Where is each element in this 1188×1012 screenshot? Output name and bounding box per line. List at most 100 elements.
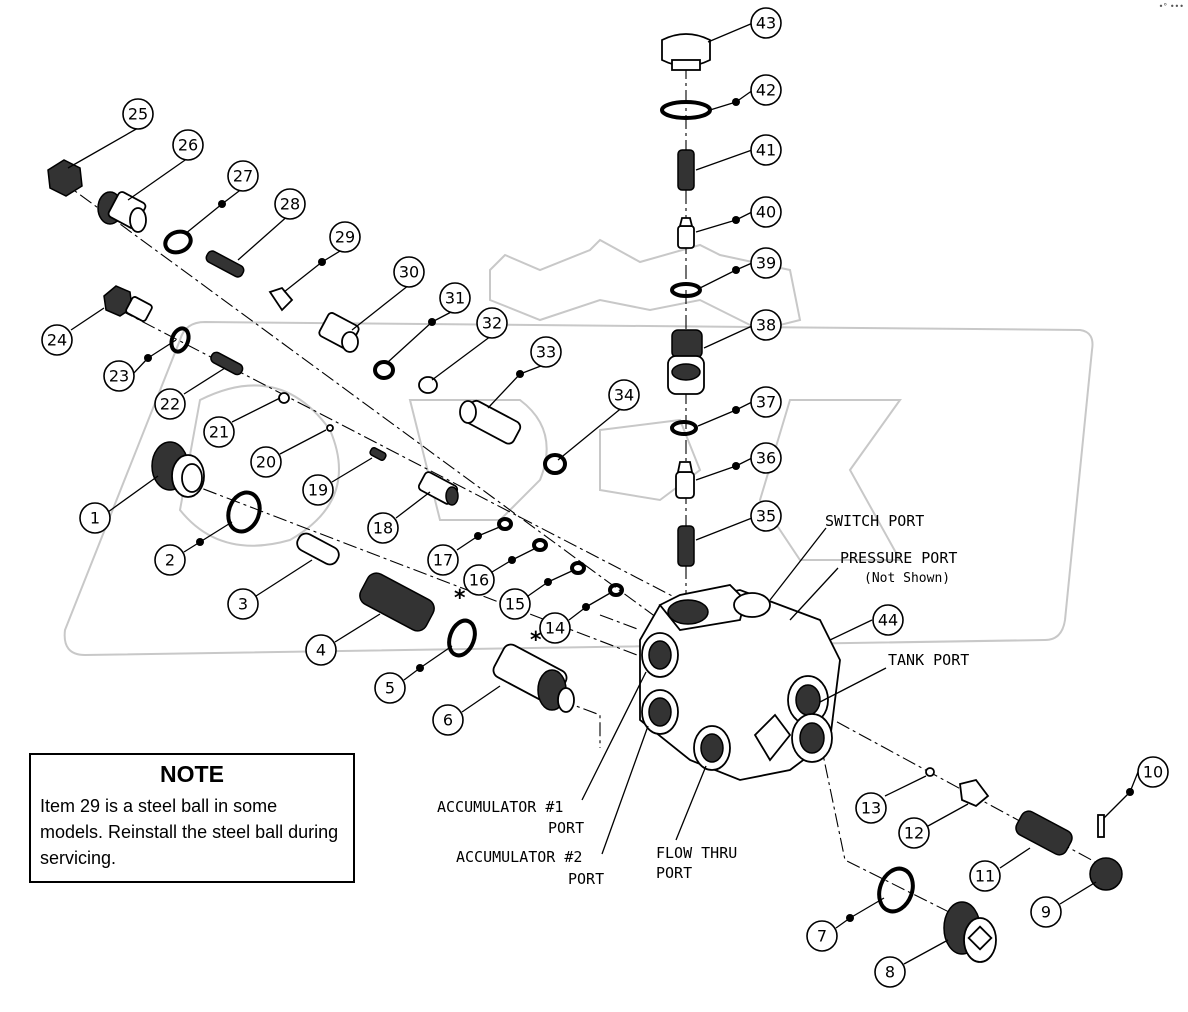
part-39-oring — [670, 282, 702, 298]
svg-text:1: 1 — [90, 509, 100, 528]
part-26-fitting — [97, 191, 147, 233]
callout-18: 18 — [367, 512, 399, 544]
callout-1: 1 — [79, 502, 111, 534]
part-12-poppet — [959, 778, 990, 808]
port-labels: SWITCH PORT PRESSURE PORT (Not Shown) TA… — [437, 512, 969, 888]
leader-lines — [67, 22, 1139, 965]
callout-44: 44 — [872, 604, 904, 636]
callout-39: 39 — [750, 247, 782, 279]
accumulator1-port-label: PORT — [548, 819, 584, 837]
callout-33: 33 — [530, 336, 562, 368]
part-40-poppet — [677, 217, 695, 249]
callout-26: 26 — [172, 129, 204, 161]
callout-42: 42 — [750, 74, 782, 106]
svg-text:33: 33 — [536, 343, 556, 362]
part-36-poppet — [675, 461, 695, 499]
part-29-poppet — [268, 286, 294, 312]
svg-text:29: 29 — [335, 228, 355, 247]
accumulator2-label: ACCUMULATOR #2 — [456, 848, 582, 866]
part-14-oring — [608, 583, 624, 597]
svg-text:21: 21 — [209, 423, 229, 442]
callout-16: 16 — [463, 564, 495, 596]
part-11-spring — [1015, 810, 1073, 856]
svg-text:28: 28 — [280, 195, 300, 214]
callout-30: 30 — [393, 256, 425, 288]
svg-text:26: 26 — [178, 136, 198, 155]
callout-17: 17 — [427, 544, 459, 576]
callout-4: 4 — [305, 634, 337, 666]
svg-text:4: 4 — [316, 641, 326, 660]
note-box: NOTE Item 29 is a steel ball in some mod… — [29, 753, 355, 883]
callout-31: 31 — [439, 282, 471, 314]
svg-text:6: 6 — [443, 711, 453, 730]
callouts: 1 2 3 4 5 6 7 8 9 10 11 12 13 14 15 16 1… — [41, 7, 1169, 988]
svg-text:16: 16 — [469, 571, 489, 590]
svg-text:8: 8 — [885, 963, 895, 982]
part-1-plug — [151, 441, 205, 498]
callout-20: 20 — [250, 446, 282, 478]
callout-9: 9 — [1030, 896, 1062, 928]
part-18-plug — [417, 471, 459, 506]
part-15-oring — [570, 561, 586, 575]
asterisk-marker-14: * — [530, 628, 542, 653]
svg-text:24: 24 — [47, 331, 67, 350]
svg-text:27: 27 — [233, 167, 253, 186]
part-31-oring — [373, 360, 395, 380]
part-13-ball — [925, 767, 935, 777]
flow-thru-port-label: PORT — [656, 864, 692, 882]
part-34-ring — [543, 453, 567, 475]
callout-8: 8 — [874, 956, 906, 988]
callout-35: 35 — [750, 500, 782, 532]
callout-28: 28 — [274, 188, 306, 220]
svg-text:14: 14 — [545, 619, 565, 638]
svg-text:5: 5 — [385, 679, 395, 698]
svg-text:22: 22 — [160, 395, 180, 414]
part-6-spool — [492, 643, 575, 713]
callout-41: 41 — [750, 134, 782, 166]
part-27-oring — [163, 229, 193, 255]
callout-24: 24 — [41, 324, 73, 356]
part-9-nut — [1089, 857, 1123, 891]
callout-21: 21 — [203, 416, 235, 448]
svg-text:36: 36 — [756, 449, 776, 468]
part-17-oring — [497, 517, 513, 531]
callout-5: 5 — [374, 672, 406, 704]
part-41-spring — [677, 149, 695, 191]
asterisk-marker-16: * — [454, 586, 466, 611]
callout-15: 15 — [499, 588, 531, 620]
note-title: NOTE — [160, 761, 224, 787]
part-23-oring — [169, 326, 191, 354]
svg-text:25: 25 — [128, 105, 148, 124]
svg-text:9: 9 — [1041, 903, 1051, 922]
svg-text:3: 3 — [238, 595, 248, 614]
part-28-spring — [205, 250, 245, 278]
part-43-cap — [661, 33, 711, 71]
callout-6: 6 — [432, 704, 464, 736]
parts — [47, 33, 1123, 963]
svg-text:19: 19 — [308, 481, 328, 500]
part-8-plug — [943, 901, 997, 963]
callout-11: 11 — [969, 860, 1001, 892]
part-22-spring — [210, 351, 244, 376]
part-30-seat — [318, 312, 360, 353]
part-24-fitting — [103, 285, 153, 322]
callout-32: 32 — [476, 307, 508, 339]
callout-2: 2 — [154, 544, 186, 576]
pressure-port-note: (Not Shown) — [864, 571, 950, 586]
part-10-pin — [1097, 814, 1105, 838]
callout-12: 12 — [898, 817, 930, 849]
svg-text:35: 35 — [756, 507, 776, 526]
note-body: Item 29 is a steel ball in some models. … — [40, 796, 339, 868]
callout-7: 7 — [806, 920, 838, 952]
svg-text:42: 42 — [756, 81, 776, 100]
switch-port-label: SWITCH PORT — [825, 512, 924, 530]
tank-port-label: TANK PORT — [888, 651, 969, 669]
callout-27: 27 — [227, 160, 259, 192]
part-21-ball — [278, 392, 290, 404]
svg-text:34: 34 — [614, 386, 634, 405]
svg-text:17: 17 — [433, 551, 453, 570]
svg-text:44: 44 — [878, 611, 898, 630]
callout-34: 34 — [608, 379, 640, 411]
part-7-oring — [877, 866, 915, 914]
